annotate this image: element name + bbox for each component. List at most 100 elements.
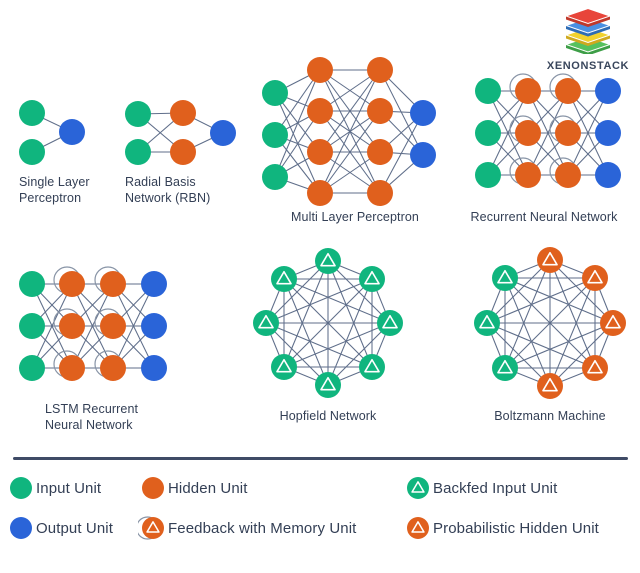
- network-node-out: [141, 271, 167, 297]
- network-node-out: [410, 100, 436, 126]
- network-node-out: [210, 120, 236, 146]
- network-node-mem: [59, 271, 85, 297]
- network-node-in: [262, 80, 288, 106]
- network-node-out: [59, 119, 85, 145]
- network-node-bfd: [315, 372, 341, 398]
- label-hopfield-network: Hopfield Network: [279, 409, 377, 423]
- triangle-icon: [479, 314, 495, 329]
- legend-item-probabilistic-hidden-unit: Probabilistic Hidden Unit: [403, 515, 599, 541]
- network-node-prb: [600, 310, 626, 336]
- network-edge: [319, 110, 381, 194]
- network-node-in: [19, 100, 45, 126]
- network-node-bfd: [315, 248, 341, 274]
- legend-unit-circle: [142, 477, 164, 499]
- network-node-mem: [100, 355, 126, 381]
- network-multi-layer-perceptron: [262, 57, 436, 206]
- network-node-mem: [59, 355, 85, 381]
- network-node-out: [595, 162, 621, 188]
- network-edge: [265, 322, 329, 386]
- triangle-icon: [587, 269, 603, 284]
- legend-unit-circle: [10, 477, 32, 499]
- network-node-in: [475, 162, 501, 188]
- network-node-mem: [555, 78, 581, 104]
- network-edge: [527, 90, 569, 176]
- network-node-bfd: [492, 355, 518, 381]
- network-boltzmann-machine: [474, 247, 626, 399]
- network-node-hid: [367, 98, 393, 124]
- network-edge: [31, 283, 73, 369]
- network-node-hid: [307, 57, 333, 83]
- network-edge: [274, 110, 321, 178]
- probabilistic-hidden-unit-icon: [403, 515, 431, 541]
- network-node-mem: [515, 78, 541, 104]
- network-node-bfd: [492, 265, 518, 291]
- network-edge: [274, 69, 321, 178]
- network-node-mem: [515, 120, 541, 146]
- network-node-hid: [367, 139, 393, 165]
- network-edge: [504, 277, 596, 369]
- network-node-bfd: [253, 310, 279, 336]
- legend-label: Probabilistic Hidden Unit: [433, 519, 599, 537]
- legend-unit-circle: [10, 517, 32, 539]
- network-edge: [486, 322, 551, 387]
- network-node-prb: [537, 247, 563, 273]
- legend-unit-circle: [407, 477, 429, 499]
- network-node-hid: [367, 57, 393, 83]
- logo-layer-top: [564, 7, 612, 25]
- network-node-bfd: [359, 354, 385, 380]
- network-edge: [504, 277, 551, 387]
- network-hopfield-network: [253, 248, 403, 398]
- network-node-prb: [582, 265, 608, 291]
- label-recurrent-neural-network: Recurrent Neural Network: [470, 210, 618, 224]
- triangle-icon: [542, 377, 558, 392]
- network-node-hid: [307, 139, 333, 165]
- legend-unit-circle: [142, 517, 164, 539]
- network-node-mem: [59, 313, 85, 339]
- brand-logo: XENONSTACK: [542, 4, 634, 72]
- network-radial-basis-network: [125, 100, 236, 165]
- triangle-icon: [320, 376, 336, 391]
- triangle-icon: [587, 359, 603, 374]
- backfed-input-unit-icon: [403, 475, 431, 501]
- network-node-in: [19, 355, 45, 381]
- hidden-unit-icon: [138, 475, 166, 501]
- brand-name: XENONSTACK: [546, 60, 630, 72]
- triangle-icon: [258, 314, 274, 329]
- network-node-mem: [555, 120, 581, 146]
- network-edge: [112, 283, 155, 369]
- network-edge: [319, 69, 381, 194]
- legend-item-input-unit: Input Unit: [6, 475, 101, 501]
- network-node-in: [475, 78, 501, 104]
- network-node-out: [595, 120, 621, 146]
- logo-layer-side: [566, 16, 610, 27]
- network-edge: [71, 283, 114, 369]
- triangle-icon: [382, 314, 398, 329]
- network-recurrent-neural-network: [475, 73, 621, 188]
- legend-unit-circle: [407, 517, 429, 539]
- triangle-icon: [542, 251, 558, 266]
- logo-layer-side: [566, 44, 610, 56]
- network-node-bfd: [359, 266, 385, 292]
- network-node-hid: [307, 180, 333, 206]
- logo-layer-side: [566, 35, 610, 46]
- network-edge: [274, 69, 321, 136]
- label-boltzmann-machine: Boltzmann Machine: [494, 409, 606, 423]
- triangle-icon: [364, 270, 380, 285]
- network-node-mem: [555, 162, 581, 188]
- legend-item-feedback-memory-unit: Feedback with Memory Unit: [135, 515, 356, 541]
- triangle-icon: [497, 269, 513, 284]
- network-single-layer-perceptron: [19, 100, 85, 165]
- network-node-prb: [537, 373, 563, 399]
- network-node-in: [125, 139, 151, 165]
- legend-label: Backfed Input Unit: [433, 479, 558, 497]
- network-edge: [487, 90, 529, 176]
- legend-item-hidden-unit: Hidden Unit: [138, 475, 247, 501]
- network-edge: [379, 112, 424, 194]
- network-node-out: [141, 313, 167, 339]
- output-unit-icon: [6, 515, 34, 541]
- network-node-in: [19, 271, 45, 297]
- legend-label: Hidden Unit: [168, 479, 248, 497]
- network-node-out: [410, 142, 436, 168]
- network-node-prb: [582, 355, 608, 381]
